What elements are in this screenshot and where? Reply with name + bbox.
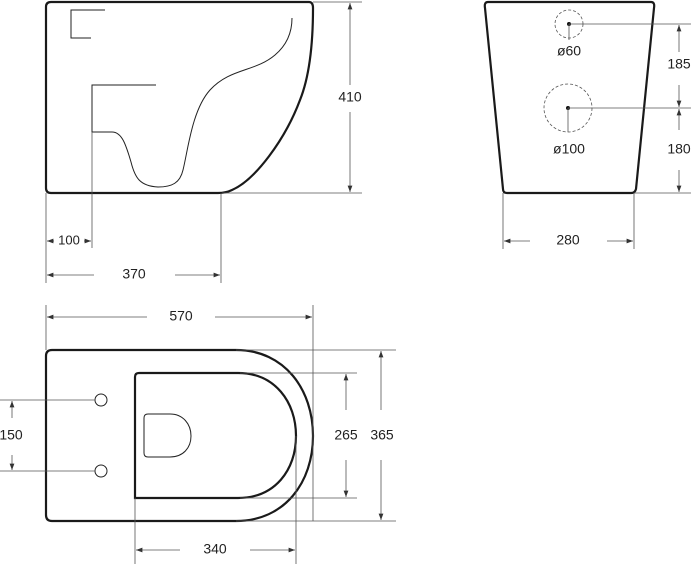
dim-length-label: 570 [169, 308, 193, 324]
outlet-diameter-label: ø100 [553, 141, 585, 157]
top-outline [44, 348, 315, 523]
top-view: 570 150 265 365 340 [0, 305, 396, 564]
bolt-hole-bottom [94, 464, 108, 478]
dim-height-label: 410 [338, 89, 362, 105]
dim-outlet-offset-label: 100 [58, 232, 80, 247]
side-outline [44, 0, 315, 195]
dim-base-length-label: 370 [122, 266, 146, 282]
dim-180-label: 180 [667, 141, 691, 157]
inlet-bracket [70, 9, 105, 39]
bowl-rim [133, 371, 298, 500]
dim-185-label: 185 [667, 56, 691, 72]
dim-bolt-spacing-label: 150 [0, 427, 23, 443]
dim-280-label: 280 [556, 232, 580, 248]
rear-outline [483, 0, 656, 195]
inlet-diameter-label: ø60 [557, 43, 581, 59]
trap-profile [91, 17, 293, 188]
dim-bowl-length-label: 340 [203, 541, 227, 557]
bowl-outlet [143, 413, 192, 458]
bolt-hole-top [94, 393, 108, 407]
rear-view: ø60 ø100 185 180 280 [483, 0, 691, 249]
dim-bowl-width-label: 265 [334, 427, 358, 443]
dim-total-width-label: 365 [370, 427, 394, 443]
side-view: 410 100 370 [44, 0, 362, 283]
